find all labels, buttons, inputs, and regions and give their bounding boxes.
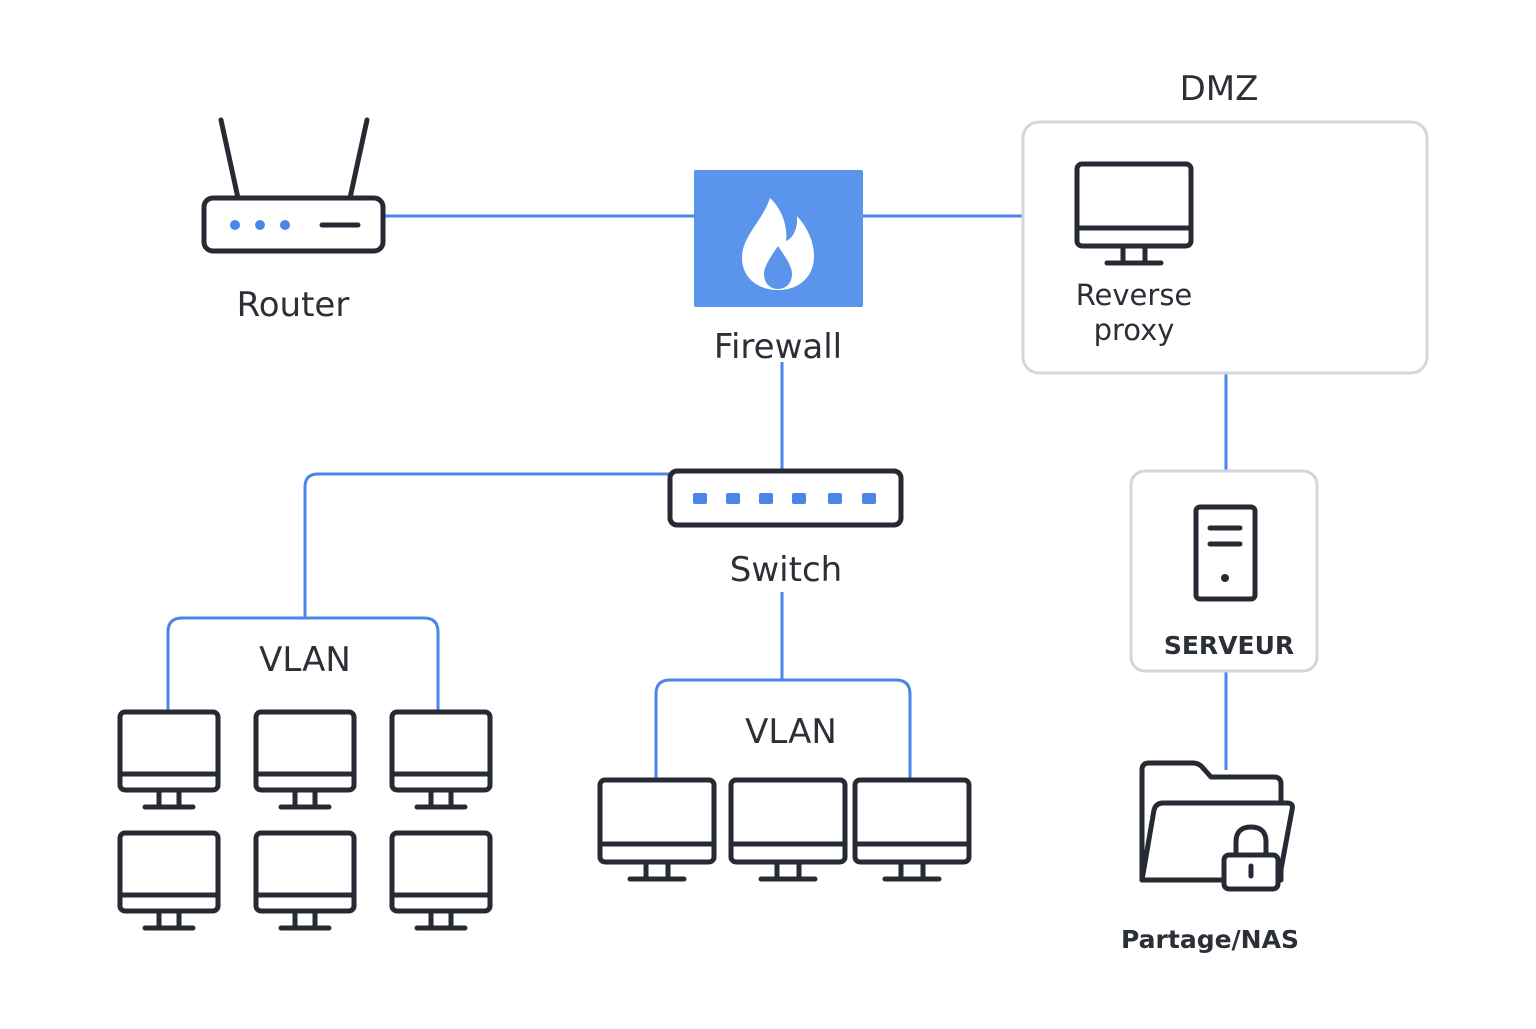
server-node[interactable]: SERVEUR [1129, 469, 1319, 673]
workstation-icon[interactable] [256, 833, 354, 928]
router-node[interactable]: Router [201, 117, 386, 325]
monitor-icon [1077, 164, 1191, 263]
vlan-left-label: VLAN [259, 640, 351, 680]
reverse-proxy-label-line1: Reverse [1076, 278, 1193, 312]
switch-icon [667, 468, 904, 528]
vlan-left-bracket [166, 616, 440, 712]
vlan-middle-bracket [654, 678, 912, 780]
workstation-icon[interactable] [855, 780, 969, 879]
firewall-node[interactable]: Firewall [694, 170, 863, 367]
server-label: SERVEUR [1164, 631, 1294, 660]
reverse-proxy-label-line2: proxy [1094, 313, 1175, 347]
vlan-middle-label: VLAN [745, 712, 837, 752]
nas-node[interactable]: Partage/NAS [1121, 760, 1299, 954]
dmz-label: DMZ [1180, 69, 1259, 109]
workstation-icon[interactable] [256, 712, 354, 807]
nas-label: Partage/NAS [1121, 925, 1299, 954]
switch-label: Switch [730, 550, 842, 590]
switch-node[interactable]: Switch [667, 468, 904, 590]
flame-icon [742, 198, 814, 290]
connection-lines [166, 214, 1228, 780]
reverse-proxy-node[interactable]: Reverse proxy [1076, 164, 1193, 347]
server-tower-icon [1193, 504, 1258, 602]
link-switch-vlan-left [303, 472, 670, 618]
router-icon [201, 117, 386, 254]
vlan-left-group[interactable]: VLAN [120, 640, 490, 928]
workstation-icon[interactable] [731, 780, 845, 879]
vlan-middle-group[interactable]: VLAN [600, 712, 969, 879]
workstation-icon[interactable] [392, 712, 490, 807]
workstation-icon[interactable] [120, 712, 218, 807]
locked-folder-icon [1139, 760, 1295, 892]
workstation-icon[interactable] [600, 780, 714, 879]
firewall-label: Firewall [714, 327, 842, 367]
router-label: Router [237, 285, 350, 325]
dmz-zone[interactable]: DMZ Reverse proxy [1021, 69, 1429, 375]
workstation-icon[interactable] [392, 833, 490, 928]
workstation-icon[interactable] [120, 833, 218, 928]
